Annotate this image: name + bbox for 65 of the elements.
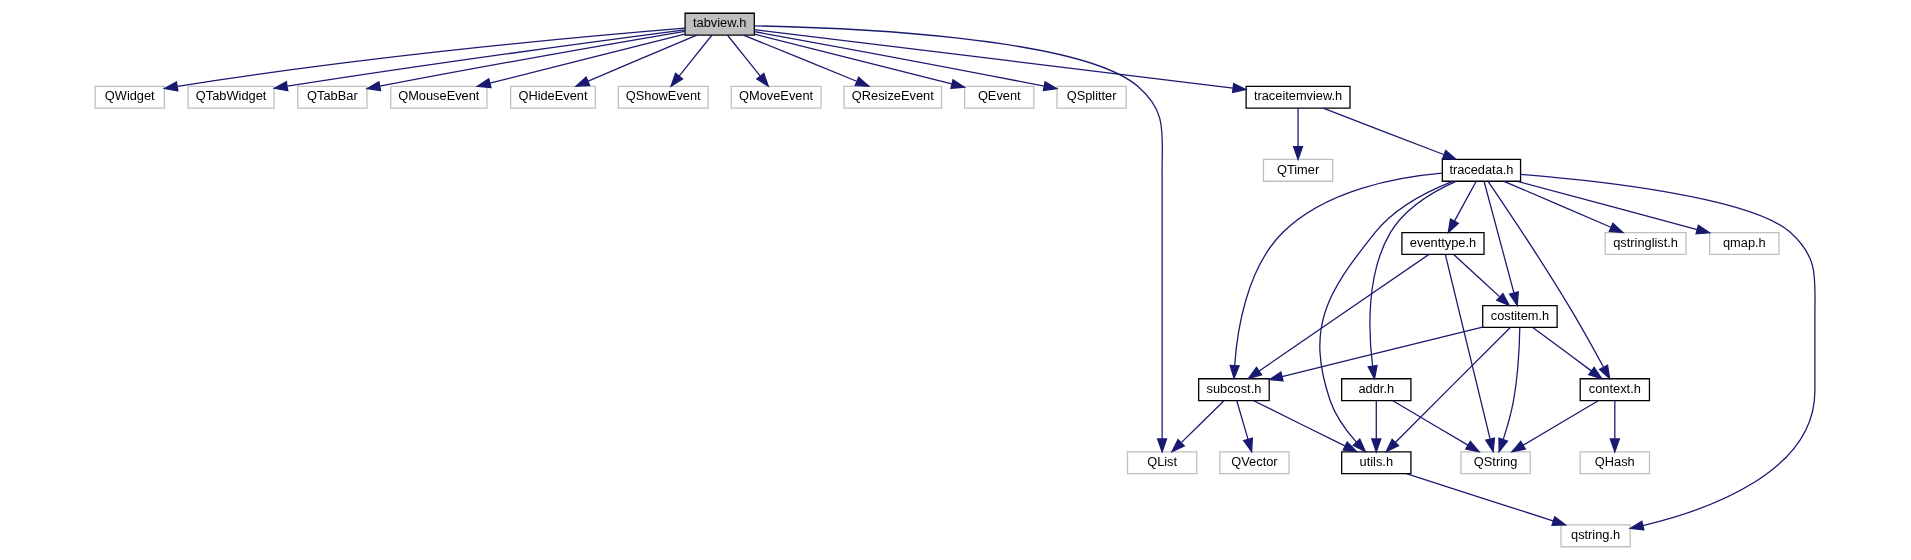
node-box: subcost.h xyxy=(1198,378,1270,402)
node-box: QMoveEvent xyxy=(730,85,822,109)
arrow xyxy=(272,29,686,92)
arrow xyxy=(1392,400,1481,453)
node-box: QList xyxy=(1126,451,1198,475)
arrow xyxy=(1453,253,1511,307)
arrow xyxy=(1292,107,1304,162)
node-box: qstringlist.h xyxy=(1604,231,1687,255)
node-box: QHash xyxy=(1579,451,1651,475)
node-box: QSplitter xyxy=(1056,85,1127,109)
arrow xyxy=(475,33,686,89)
node-box: traceitemview.h xyxy=(1245,85,1351,109)
arrow xyxy=(1520,173,1816,531)
arrow xyxy=(753,25,1168,454)
arrow xyxy=(1319,180,1454,453)
arrow xyxy=(574,34,698,87)
arrow xyxy=(753,29,1248,94)
node-box: QTabWidget xyxy=(187,85,275,109)
arrow xyxy=(162,27,686,92)
node-box: addr.h xyxy=(1341,378,1412,402)
arrow xyxy=(1447,180,1477,235)
node-box: costitem.h xyxy=(1482,305,1558,329)
node-box: tracedata.h xyxy=(1441,158,1522,182)
arrow xyxy=(1444,253,1496,454)
node-box: tabview.h xyxy=(684,12,755,36)
arrow xyxy=(1516,180,1712,235)
node-box: QString xyxy=(1460,451,1531,475)
node-box: qmap.h xyxy=(1709,231,1780,255)
arrow xyxy=(1170,400,1225,454)
arrow xyxy=(1405,473,1568,526)
arrow xyxy=(753,31,1059,92)
arrow xyxy=(1510,400,1599,453)
arrow xyxy=(1267,326,1484,382)
arrow xyxy=(1229,172,1443,381)
node-box: QTimer xyxy=(1262,158,1334,182)
arrow xyxy=(1532,327,1604,380)
node-box: qstring.h xyxy=(1560,524,1631,548)
arrow xyxy=(1609,400,1621,454)
node-box: QVector xyxy=(1219,451,1290,475)
node-box: QResizeEvent xyxy=(843,85,943,109)
arrow xyxy=(1487,180,1611,381)
node-box: QWidget xyxy=(94,85,165,109)
node-box: eventtype.h xyxy=(1401,231,1485,255)
node-box: utils.h xyxy=(1341,451,1412,475)
arrow xyxy=(669,34,713,88)
node-box: QShowEvent xyxy=(617,85,709,109)
arrow xyxy=(1367,180,1457,381)
arrow xyxy=(1246,253,1430,380)
arrow xyxy=(1370,400,1382,454)
node-box: context.h xyxy=(1579,378,1651,402)
arrow xyxy=(1322,107,1458,160)
arrow xyxy=(1483,180,1519,308)
node-box: QHideEvent xyxy=(510,85,596,109)
arrow xyxy=(742,34,871,87)
arrow xyxy=(1503,180,1625,234)
arrow xyxy=(753,33,967,90)
arrow xyxy=(1236,400,1254,454)
node-box: QMouseEvent xyxy=(390,85,488,109)
arrow xyxy=(1498,326,1521,454)
node-box: QEvent xyxy=(964,85,1035,109)
arrow xyxy=(726,34,770,88)
node-box: QTabBar xyxy=(297,85,368,109)
arrow xyxy=(1253,400,1359,453)
arrow xyxy=(365,30,686,92)
arrow xyxy=(1384,327,1511,453)
